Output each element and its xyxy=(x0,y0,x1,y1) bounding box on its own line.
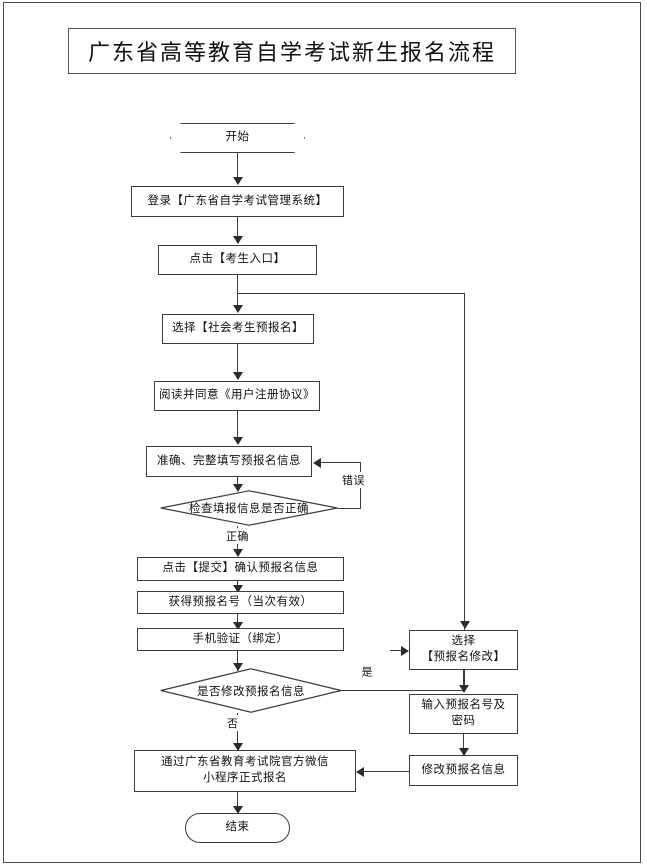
node-submit: 点击【提交】确认预报名信息 xyxy=(137,557,344,581)
arrowhead-yes-into-select-modify xyxy=(401,645,409,656)
node-need-modify-label: 是否修改预报名信息 xyxy=(197,685,305,698)
edge-yes-into-select-modify xyxy=(390,650,404,652)
node-entry: 点击【考生入口】 xyxy=(158,245,317,275)
edge-login-to-entry xyxy=(237,217,239,237)
node-login: 登录【广东省自学考试管理系统】 xyxy=(131,186,344,217)
edge-modify-info-to-wechat xyxy=(364,771,410,773)
node-login-label: 登录【广东省自学考试管理系统】 xyxy=(147,194,328,207)
edge-error-horizontal-in xyxy=(321,462,361,464)
arrowhead-input-credentials xyxy=(458,685,469,693)
edge-branch-to-modify-horizontal xyxy=(237,293,465,295)
edge-yes-horizontal xyxy=(341,690,465,692)
edge-input-to-modify-info xyxy=(463,734,465,755)
node-check-info: 检查填报信息是否正确 xyxy=(160,490,338,526)
node-select-modify-line2: 【预报名修改】 xyxy=(421,651,506,663)
node-select-modify-line1: 选择 xyxy=(451,635,476,648)
arrowhead-modify-into-wechat xyxy=(356,766,364,777)
node-submit-label: 点击【提交】确认预报名信息 xyxy=(162,562,319,575)
diamond-shape-need-modify xyxy=(160,668,342,713)
node-fill-info-label: 准确、完整填写预报名信息 xyxy=(157,454,301,467)
diamond-shape-check xyxy=(160,490,338,526)
node-select-pre-register-label: 选择【社会考生预报名】 xyxy=(172,322,304,335)
arrowhead-phone-verify xyxy=(232,622,243,630)
edge-error-horizontal-out xyxy=(337,508,361,510)
arrowhead-wechat-register xyxy=(232,743,243,751)
page-outer-border xyxy=(3,2,641,863)
node-select-modify: 选择 【预报名修改】 xyxy=(409,630,518,670)
arrowhead-submit xyxy=(232,549,243,557)
node-modify-info-label: 修改预报名信息 xyxy=(421,763,506,776)
edge-label-error: 错误 xyxy=(341,472,366,488)
node-wechat-register-line2: 小程序正式报名 xyxy=(203,772,287,784)
title-box: 广东省高等教育自学考试新生报名流程 xyxy=(68,28,516,74)
edge-phone-to-decision xyxy=(237,651,239,671)
node-fill-info: 准确、完整填写预报名信息 xyxy=(146,446,312,477)
edge-label-yes: 是 xyxy=(357,666,375,677)
node-entry-label: 点击【考生入口】 xyxy=(189,253,286,266)
edge-entry-to-select xyxy=(237,275,239,306)
arrowhead-error-into-fill xyxy=(313,457,321,468)
node-input-credentials: 输入预报名号及 密码 xyxy=(409,694,518,734)
edge-select-modify-to-input xyxy=(463,670,465,689)
node-need-modify: 是否修改预报名信息 xyxy=(160,668,342,713)
arrowhead-end xyxy=(232,806,243,814)
node-agreement: 阅读并同意《用户注册协议》 xyxy=(154,381,320,411)
node-input-credentials-line1: 输入预报名号及 xyxy=(421,699,506,712)
node-end-label: 结束 xyxy=(225,821,250,834)
node-get-number: 获得预报名号（当次有效） xyxy=(137,591,344,614)
node-wechat-register-line1: 通过广东省教育考试院官方微信 xyxy=(161,756,329,769)
node-select-pre-register: 选择【社会考生预报名】 xyxy=(162,314,314,344)
edge-label-correct: 正确 xyxy=(225,528,250,544)
page-title: 广东省高等教育自学考试新生报名流程 xyxy=(87,40,496,65)
node-start: 开始 xyxy=(170,123,305,153)
edge-agreement-to-fill xyxy=(237,411,239,438)
node-check-info-label: 检查填报信息是否正确 xyxy=(189,503,309,515)
edge-select-to-agreement xyxy=(237,344,239,373)
edge-start-to-login xyxy=(237,153,239,178)
arrowhead-check-info xyxy=(232,484,243,492)
node-input-credentials-line2: 密码 xyxy=(451,715,476,727)
edge-branch-to-modify-vertical xyxy=(464,293,466,622)
edge-label-no: 否 xyxy=(226,715,240,731)
node-wechat-register: 通过广东省教育考试院官方微信 小程序正式报名 xyxy=(134,750,356,792)
arrowhead-fill-info xyxy=(232,437,243,445)
arrowhead-login xyxy=(232,177,243,185)
node-modify-info: 修改预报名信息 xyxy=(409,755,518,786)
arrowhead-agreement xyxy=(232,372,243,380)
arrowhead-get-number xyxy=(232,585,243,593)
node-phone-verify-label: 手机验证（绑定） xyxy=(192,632,289,645)
arrowhead-modify-info xyxy=(458,748,469,756)
node-end: 结束 xyxy=(185,813,290,843)
edge-fill-to-check xyxy=(237,477,239,489)
node-phone-verify: 手机验证（绑定） xyxy=(137,628,344,651)
arrowhead-need-modify xyxy=(232,663,243,671)
arrowhead-select-pre-register xyxy=(232,305,243,313)
node-agreement-label: 阅读并同意《用户注册协议》 xyxy=(159,389,315,402)
node-start-label: 开始 xyxy=(225,131,250,144)
arrowhead-entry xyxy=(232,236,243,244)
edge-wechat-to-end xyxy=(237,792,239,812)
node-get-number-label: 获得预报名号（当次有效） xyxy=(168,595,313,608)
